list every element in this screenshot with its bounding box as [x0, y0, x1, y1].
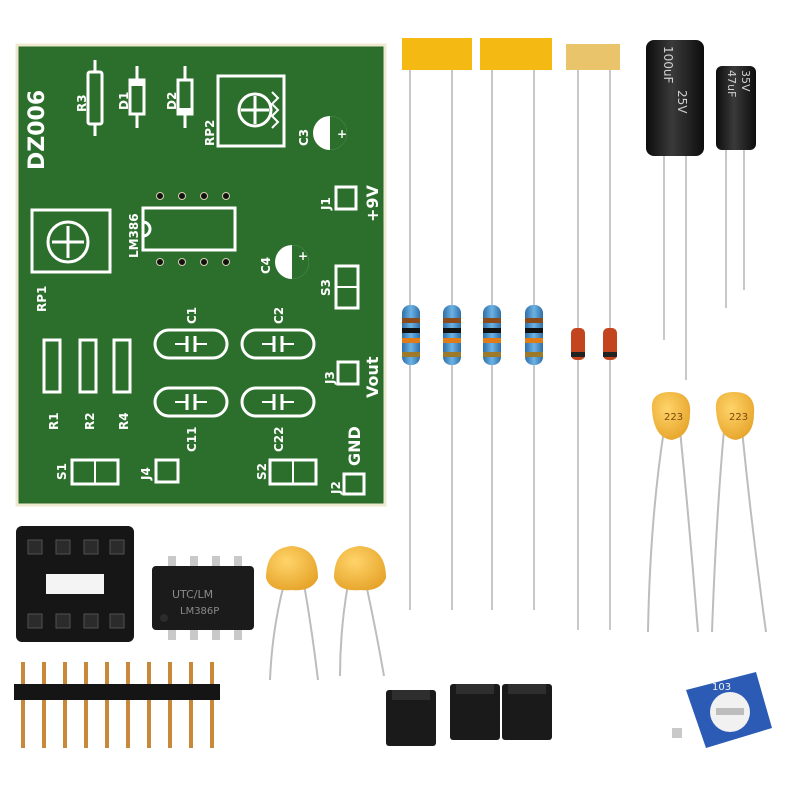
diode: [603, 328, 617, 360]
j3-footprint: J3 Vout: [323, 356, 382, 398]
resistor: [525, 305, 543, 365]
r3-label: R3: [75, 94, 89, 112]
d2-label: D2: [165, 92, 179, 110]
pin-header: [14, 662, 220, 748]
cap-value-label: 47uF: [725, 70, 738, 97]
r1-footprint: R1: [42, 338, 62, 430]
output-label: Vout: [363, 356, 382, 398]
s1-label: S1: [55, 463, 69, 480]
rp2-footprint: RP2: [203, 74, 286, 148]
ceramic-capacitor: 223: [711, 392, 767, 633]
resistor: [443, 305, 461, 365]
trimmer-code-label: 103: [712, 682, 731, 693]
s3-footprint: S3: [319, 264, 360, 310]
jumper-cap: [450, 684, 500, 740]
cap-voltage-label: 35V: [739, 70, 752, 92]
power-label: +9V: [363, 184, 382, 222]
pcb-board: DZ006 R3 D1 D2: [15, 43, 387, 507]
c3-label: C3: [297, 129, 311, 146]
component-tapes: [402, 38, 620, 630]
c11-label: C11: [185, 426, 199, 452]
c2-footprint: C2: [240, 307, 316, 360]
tape-strip: [480, 38, 552, 70]
r3-footprint: R3: [75, 60, 104, 136]
s3-label: S3: [319, 279, 333, 296]
ceramic-capacitor: [334, 546, 386, 677]
j4-label: J4: [139, 467, 153, 481]
c22-label: C22: [272, 426, 286, 452]
j2-label: J2: [329, 481, 343, 495]
j1-footprint: J1 +9V: [319, 184, 382, 222]
ic-marking-line1: UTC/LM: [172, 588, 213, 601]
d1-footprint: D1: [117, 66, 146, 128]
resistor: [402, 305, 420, 365]
cap-voltage-label: 25V: [675, 90, 689, 114]
c22-footprint: C22: [240, 386, 316, 452]
ceramic-capacitor: 223: [647, 392, 699, 633]
electrolytic-capacitor-small: 47uF 35V: [716, 66, 756, 308]
svg-text:+: +: [298, 249, 308, 263]
j1-label: J1: [319, 197, 333, 211]
r2-footprint: R2: [78, 338, 98, 430]
rp2-label: RP2: [203, 120, 217, 146]
ceramic-code-label: 223: [729, 412, 748, 423]
ceramic-capacitor: [266, 546, 319, 681]
c4-footprint: + C4: [259, 245, 309, 279]
r2-label: R2: [83, 412, 97, 430]
j4-footprint: J4: [139, 458, 180, 484]
d1-label: D1: [117, 92, 131, 110]
ic-marking-line2: LM386P: [180, 606, 219, 617]
j3-label: J3: [323, 371, 337, 385]
lm386-ic: UTC/LM LM386P: [152, 556, 254, 640]
c1-label: C1: [185, 307, 199, 324]
c4-label: C4: [259, 257, 273, 274]
ceramic-code-label: 223: [664, 412, 683, 423]
c1-footprint: C1: [153, 307, 229, 360]
dip-8-socket: [16, 526, 134, 642]
ic-label: LM386: [127, 213, 141, 258]
rp1-label: RP1: [35, 286, 49, 312]
s2-footprint: S2: [255, 458, 318, 486]
trimmer-potentiometer: 103: [672, 672, 772, 748]
board-id-label: DZ006: [25, 90, 50, 170]
c3-footprint: + C3: [297, 116, 347, 150]
r4-label: R4: [117, 412, 131, 430]
ic-footprint: LM386: [127, 192, 237, 266]
s2-label: S2: [255, 463, 269, 480]
d2-footprint: D2: [165, 66, 194, 128]
svg-text:+: +: [337, 127, 347, 141]
jumper-cap: [502, 684, 552, 740]
resistor: [483, 305, 501, 365]
c2-label: C2: [272, 307, 286, 324]
diode: [571, 328, 585, 360]
r1-label: R1: [47, 412, 61, 430]
c11-footprint: C11: [153, 386, 229, 452]
tape-strip: [566, 44, 620, 70]
electrolytic-capacitor-large: 100uF 25V: [646, 40, 704, 380]
cap-value-label: 100uF: [661, 46, 675, 84]
j2-footprint: J2: [329, 472, 366, 496]
ground-label: GND: [345, 426, 364, 466]
r4-footprint: R4: [112, 338, 132, 430]
jumper-cap: [386, 690, 436, 746]
tape-strip: [402, 38, 472, 70]
s1-footprint: S1: [55, 458, 120, 486]
rp1-footprint: RP1: [30, 208, 112, 312]
